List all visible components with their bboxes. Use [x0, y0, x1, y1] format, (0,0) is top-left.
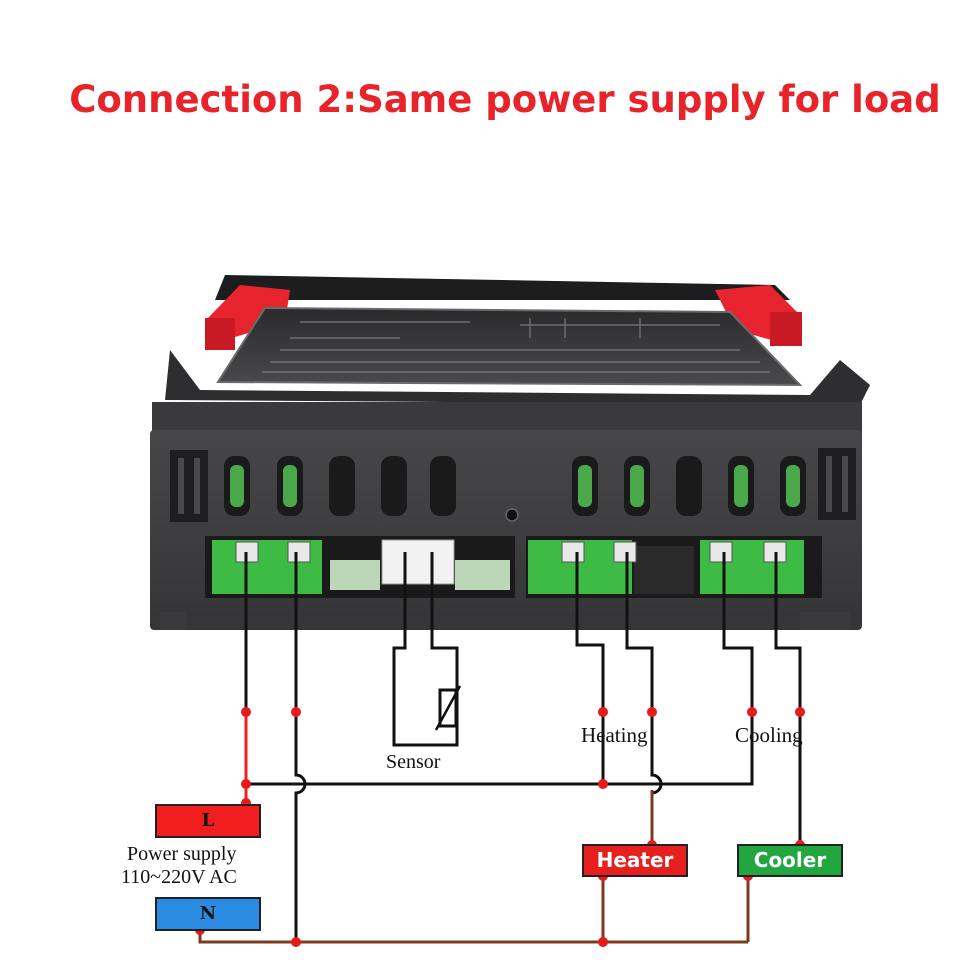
controller-lip	[165, 350, 870, 405]
wire-sensor	[392, 552, 459, 747]
bottom-foot-left	[160, 612, 186, 630]
terminal-cooler: Cooler	[737, 844, 843, 877]
thermistor-symbol	[434, 685, 462, 731]
right-latch-side	[770, 312, 802, 346]
power-supply-label: Power supply	[127, 843, 237, 865]
bottom-foot-right	[800, 612, 850, 630]
power-voltage-label: 110~220V AC	[121, 866, 237, 888]
label-plate	[216, 306, 803, 387]
label-plate-text	[262, 318, 770, 373]
controller-front-main	[150, 430, 862, 630]
terminal-l: L	[155, 804, 261, 838]
cooling-label: Cooling	[735, 723, 803, 747]
controller-top-back	[215, 275, 790, 300]
terminal-n: N	[155, 897, 261, 931]
junction-dots	[195, 707, 805, 947]
terminal-heater: Heater	[582, 844, 688, 877]
wire-heating-2	[625, 552, 663, 845]
center-screw	[505, 508, 519, 522]
heating-label: Heating	[581, 723, 648, 747]
thermostat-controller	[150, 275, 870, 630]
sensor-label: Sensor	[386, 751, 441, 773]
left-latch-side	[205, 318, 235, 350]
wire-load-return	[198, 930, 748, 944]
diagram-title: Connection 2:Same power supply for load	[69, 78, 941, 121]
wire-live-bus	[246, 720, 754, 786]
wire-cooling-2	[774, 552, 802, 845]
wire-cooling-1	[722, 552, 754, 720]
wiring	[198, 552, 802, 944]
sensor-connector	[381, 539, 455, 585]
left-side-grip	[170, 450, 208, 522]
right-side-grip	[818, 448, 856, 520]
